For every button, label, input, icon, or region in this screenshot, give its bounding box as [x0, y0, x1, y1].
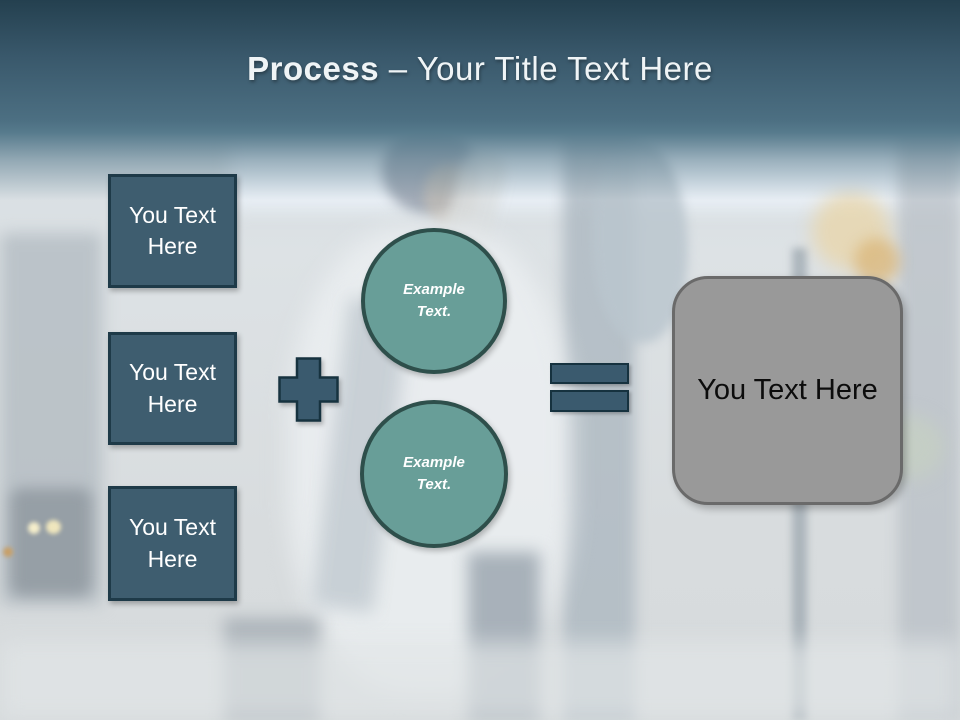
title-rest: Your Title Text Here: [416, 50, 713, 87]
example-circle-1[interactable]: Example Text.: [361, 228, 507, 374]
bg-car-shape: [10, 488, 92, 596]
text-box-3-label: You Text Here: [129, 514, 216, 572]
result-box-label: You Text Here: [697, 374, 878, 406]
bg-headlight-2: [46, 520, 61, 534]
bg-floor-wash: [0, 642, 960, 720]
equals-icon[interactable]: [550, 363, 629, 412]
title-emphasis: Process: [247, 50, 380, 87]
page-title: Process – Your Title Text Here: [247, 50, 713, 88]
result-box[interactable]: You Text Here: [672, 276, 903, 505]
bg-headlight-1: [28, 522, 40, 534]
text-box-2-label: You Text Here: [129, 359, 216, 417]
example-circle-2[interactable]: Example Text.: [360, 400, 508, 548]
bg-orange-dot: [3, 547, 13, 557]
plus-icon[interactable]: [278, 357, 339, 427]
equals-bar-bottom: [550, 390, 629, 412]
title-separator: –: [388, 50, 408, 87]
equals-bar-top: [550, 363, 629, 384]
example-circle-1-label: Example Text.: [403, 280, 465, 321]
text-box-3[interactable]: You Text Here: [108, 486, 237, 601]
text-box-1-label: You Text Here: [129, 201, 216, 259]
example-circle-2-label: Example Text.: [403, 453, 465, 494]
text-box-1[interactable]: You Text Here: [108, 174, 237, 288]
text-box-2[interactable]: You Text Here: [108, 332, 237, 445]
header-band: Process – Your Title Text Here: [0, 0, 960, 200]
